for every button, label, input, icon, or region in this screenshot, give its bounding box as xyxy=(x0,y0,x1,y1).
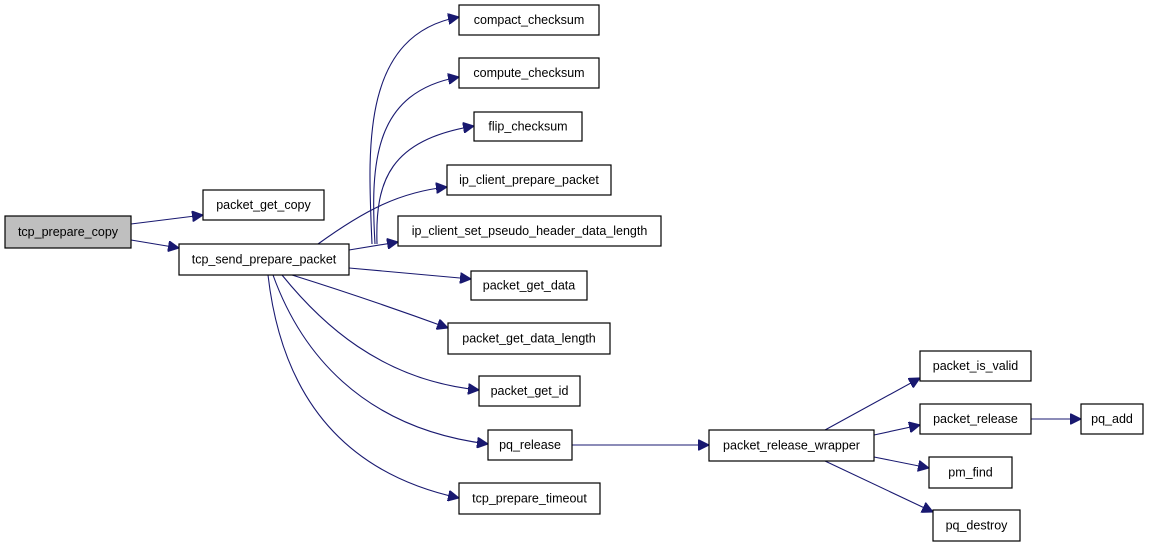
node-ip_client_prepare_packet[interactable]: ip_client_prepare_packet xyxy=(446,164,612,196)
edge-packet_release_wrapper-to-packet_is_valid xyxy=(824,378,920,431)
edge-packet_release_wrapper-to-pq_destroy xyxy=(824,460,933,512)
node-label: packet_get_data xyxy=(483,279,575,293)
node-box xyxy=(458,4,600,36)
node-box xyxy=(473,111,583,142)
edge-packet_release_wrapper-to-pm_find xyxy=(873,456,929,468)
node-pm_find[interactable]: pm_find xyxy=(928,456,1013,489)
node-packet_get_data[interactable]: packet_get_data xyxy=(470,270,588,301)
node-label: tcp_send_prepare_packet xyxy=(192,253,337,267)
node-packet_release[interactable]: packet_release xyxy=(919,403,1032,435)
edge-tcp_send_prepare_packet-to-tcp_prepare_timeout xyxy=(267,274,459,498)
node-pq_destroy[interactable]: pq_destroy xyxy=(932,509,1021,542)
node-box xyxy=(446,164,612,196)
node-box xyxy=(397,215,662,247)
node-label: flip_checksum xyxy=(488,120,567,134)
node-box xyxy=(1080,403,1144,435)
node-packet_get_copy[interactable]: packet_get_copy xyxy=(202,189,325,221)
node-box xyxy=(202,189,325,221)
node-packet_get_data_length[interactable]: packet_get_data_length xyxy=(447,322,611,355)
node-box xyxy=(447,322,611,355)
node-box xyxy=(919,403,1032,435)
edges xyxy=(130,17,1081,512)
node-packet_get_id[interactable]: packet_get_id xyxy=(478,375,581,407)
node-label: pm_find xyxy=(948,466,993,480)
node-box xyxy=(919,350,1032,382)
node-tcp_send_prepare_packet[interactable]: tcp_send_prepare_packet xyxy=(178,243,350,276)
node-tcp_prepare_copy[interactable]: tcp_prepare_copy xyxy=(4,215,132,249)
node-box xyxy=(470,270,588,301)
edge-tcp_send_prepare_packet-to-compute_checksum xyxy=(373,77,459,245)
node-label: packet_get_id xyxy=(491,384,569,398)
node-label: compact_checksum xyxy=(474,13,584,27)
edge-tcp_prepare_copy-to-packet_get_copy xyxy=(130,215,203,225)
node-box xyxy=(928,456,1013,489)
node-box xyxy=(458,57,600,89)
edge-tcp_send_prepare_packet-to-packet_get_data_length xyxy=(291,274,448,328)
edge-tcp_send_prepare_packet-to-ip_client_prepare_packet xyxy=(317,187,447,245)
edge-tcp_send_prepare_packet-to-flip_checksum xyxy=(376,126,474,245)
node-label: ip_client_prepare_packet xyxy=(459,173,599,187)
node-pq_add[interactable]: pq_add xyxy=(1080,403,1144,435)
edge-tcp_send_prepare_packet-to-packet_get_id xyxy=(281,274,479,390)
edge-tcp_prepare_copy-to-tcp_send_prepare_packet xyxy=(130,239,179,248)
node-label: packet_release xyxy=(933,412,1018,426)
node-label: packet_release_wrapper xyxy=(723,439,860,453)
node-tcp_prepare_timeout[interactable]: tcp_prepare_timeout xyxy=(458,482,601,515)
node-compute_checksum[interactable]: compute_checksum xyxy=(458,57,600,89)
node-ip_client_set_pseudo_header_data_length[interactable]: ip_client_set_pseudo_header_data_length xyxy=(397,215,662,247)
nodes: tcp_prepare_copy packet_get_copy tcp_send_… xyxy=(4,4,1144,542)
node-box xyxy=(478,375,581,407)
node-label: pq_add xyxy=(1091,412,1133,426)
node-box xyxy=(932,509,1021,542)
node-label: packet_is_valid xyxy=(933,359,1019,373)
node-label: ip_client_set_pseudo_header_data_length xyxy=(412,224,648,238)
node-label: packet_get_copy xyxy=(216,198,311,212)
node-flip_checksum[interactable]: flip_checksum xyxy=(473,111,583,142)
node-pq_release[interactable]: pq_release xyxy=(487,429,573,461)
node-label: compute_checksum xyxy=(473,66,584,80)
node-packet_is_valid[interactable]: packet_is_valid xyxy=(919,350,1032,382)
edge-packet_release_wrapper-to-packet_release xyxy=(873,425,920,436)
node-box xyxy=(178,243,350,276)
node-label: tcp_prepare_timeout xyxy=(472,492,587,506)
node-box xyxy=(4,215,132,249)
node-label: packet_get_data_length xyxy=(462,332,595,346)
node-box xyxy=(458,482,601,515)
node-label: pq_release xyxy=(499,438,561,452)
edge-tcp_send_prepare_packet-to-packet_get_data xyxy=(348,267,471,279)
edge-tcp_send_prepare_packet-to-ip_client_set_pseudo_header_data_length xyxy=(348,242,398,251)
node-compact_checksum[interactable]: compact_checksum xyxy=(458,4,600,36)
node-box xyxy=(487,429,573,461)
edge-tcp_send_prepare_packet-to-compact_checksum xyxy=(369,17,459,245)
edge-tcp_send_prepare_packet-to-pq_release xyxy=(272,274,488,444)
node-label: tcp_prepare_copy xyxy=(18,225,119,239)
node-label: pq_destroy xyxy=(946,519,1009,533)
node-packet_release_wrapper[interactable]: packet_release_wrapper xyxy=(708,429,875,462)
node-box xyxy=(708,429,875,462)
